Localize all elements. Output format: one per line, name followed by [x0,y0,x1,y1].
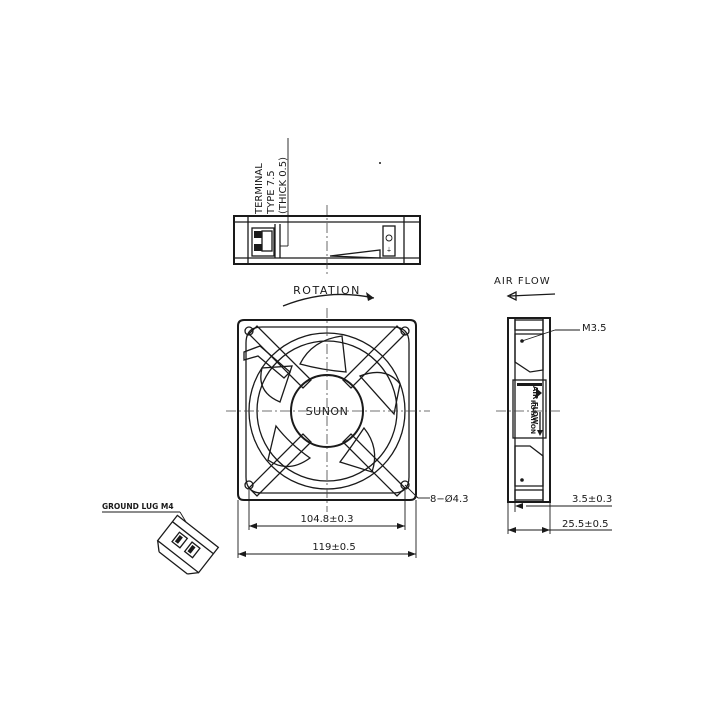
side-dimensions: 3.5±0.3 25.5±0.5 [507,494,612,534]
side-air-flow-label: AIR FLOW [531,386,539,425]
front-dimensions: 8−Ø4.3 104.8±0.3 119±0.5 [237,484,469,558]
flange-thickness-dimension: 3.5±0.3 [572,494,612,505]
air-flow-label: AIR FLOW [494,276,551,287]
svg-text:⏚: ⏚ [386,247,392,254]
terminal-label-line1: TERMINAL [254,163,265,215]
mount-hole-bl [244,480,254,490]
mount-hole-tl [244,326,254,336]
rotation-arrow [282,293,375,307]
air-flow-indicator: AIR FLOW [494,276,556,302]
hole-pitch-dimension: 104.8±0.3 [301,514,354,525]
air-flow-arrow [509,293,556,297]
side-rotation-label: ROTATION [529,400,536,434]
ground-lug: GROUND LUG M4 [102,502,220,575]
ground-lug-label: GROUND LUG M4 [102,502,174,511]
overall-width-dimension: 119±0.5 [312,542,355,553]
terminal-label-line3: (THICK 0.5) [278,157,289,214]
overall-depth-dimension: 25.5±0.5 [562,519,609,530]
side-view: AIR FLOW ROTATION M3.5 [496,317,607,503]
front-view: SUNON [226,308,430,512]
rotation-label: ROTATION [293,284,361,297]
screw-label: M3.5 [582,323,607,334]
rotation-indicator: ROTATION [282,284,375,307]
holes-dimension: 8−Ø4.3 [430,493,469,505]
mount-hole-br [400,480,410,490]
top-view: ⏚ TERMINAL TYPE 7.5 (THICK 0.5) [233,138,421,275]
terminal-label-line2: TYPE 7.5 [266,170,277,215]
mount-hole-tr [400,326,410,336]
